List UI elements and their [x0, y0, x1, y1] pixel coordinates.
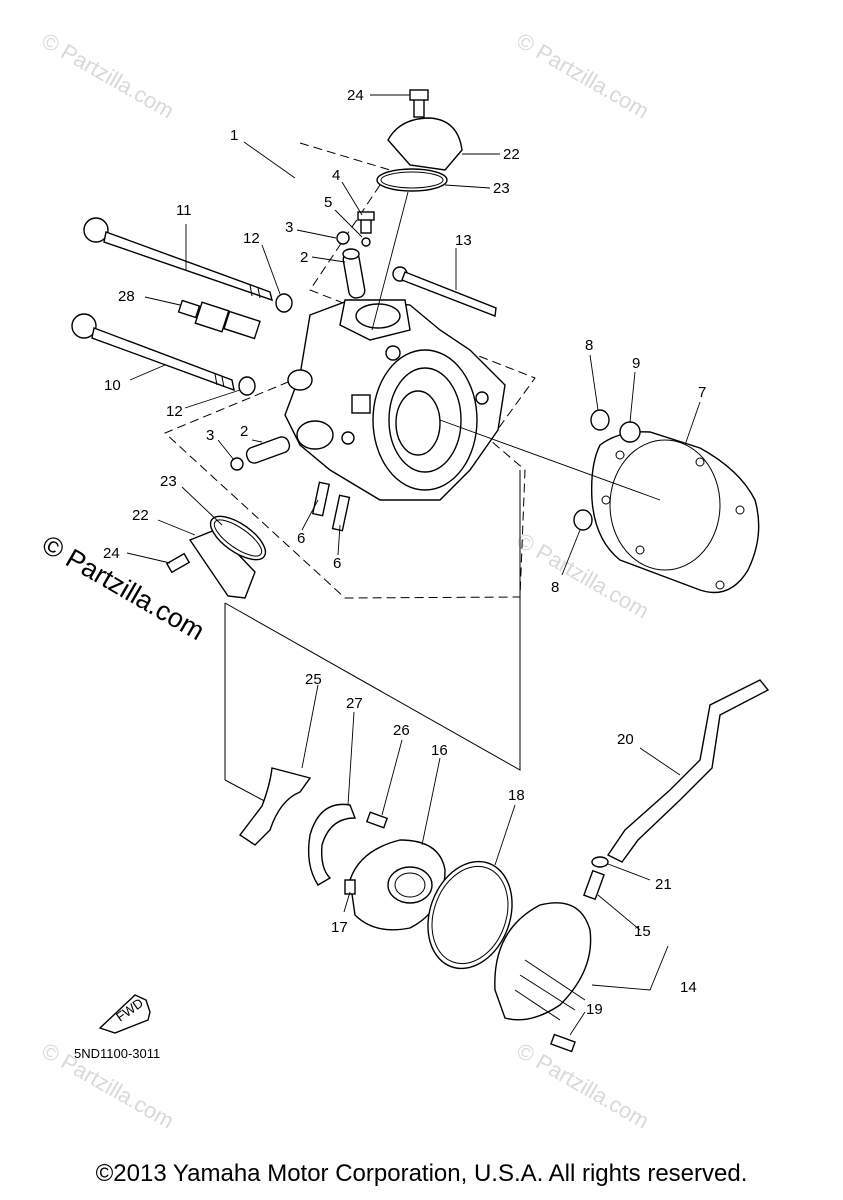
callout-21: 21 [655, 876, 672, 893]
callout-6-left: 6 [297, 530, 305, 547]
callout-13: 13 [455, 232, 472, 249]
callout-25: 25 [305, 671, 322, 688]
fwd-arrow: FWD [98, 994, 151, 1034]
dowel-2-top-end [342, 248, 360, 260]
callout-27: 27 [346, 695, 363, 712]
callout-22-bottom: 22 [132, 507, 149, 524]
callout-1: 1 [230, 127, 238, 144]
watermark: © Partzilla.com [513, 1038, 654, 1134]
tappet-cover-top [376, 89, 463, 192]
spark-plug-28 [177, 299, 261, 340]
callout-2-bottom: 2 [240, 423, 248, 440]
hose-20 [606, 679, 770, 863]
callout-7: 7 [698, 384, 706, 401]
breather-group [494, 679, 770, 1053]
callout-4: 4 [332, 167, 340, 184]
dowel-8-top [590, 409, 610, 431]
gasket-23-top [376, 168, 448, 192]
fitting-15 [583, 869, 605, 901]
gasket-23-bottom [209, 515, 267, 561]
callout-16: 16 [431, 742, 448, 759]
callout-22-top: 22 [503, 146, 520, 163]
diagram-code: 5ND1100-3011 [74, 1046, 160, 1061]
callout-15: 15 [634, 923, 651, 940]
clip-3-top [336, 231, 350, 245]
callout-3-bottom: 3 [206, 427, 214, 444]
head-gasket-7 [590, 431, 760, 594]
callout-26: 26 [393, 722, 410, 739]
plate-27 [307, 803, 357, 886]
callout-28: 28 [118, 288, 135, 305]
callout-17: 17 [331, 919, 348, 936]
callout-18: 18 [508, 787, 525, 804]
washer-12-top [275, 293, 293, 313]
callout-2-top: 2 [300, 249, 308, 266]
bolt-19 [550, 1033, 576, 1053]
callout-20: 20 [617, 731, 634, 748]
cylinder-head [284, 299, 506, 501]
bolt-10 [71, 313, 235, 392]
callout-11: 11 [176, 202, 192, 219]
cover-14 [494, 902, 592, 1021]
studs-6 [311, 481, 351, 532]
dowel-8-bottom [573, 509, 593, 531]
copyright-notice: ©2013 Yamaha Motor Corporation, U.S.A. A… [95, 1160, 748, 1187]
callout-6-right: 6 [333, 555, 341, 572]
callout-8-top: 8 [585, 337, 593, 354]
callout-9: 9 [632, 355, 640, 372]
guide-25 [238, 767, 312, 846]
cover-group [238, 767, 513, 970]
callout-12-bottom: 12 [166, 403, 183, 420]
watermark: © Partzilla.com [38, 28, 179, 124]
leader-lines [126, 94, 701, 1036]
bolts-long [71, 217, 497, 392]
callouts: 1 24 22 23 4 5 3 2 11 12 13 28 10 12 3 2… [103, 87, 706, 1018]
callout-3-top: 3 [285, 219, 293, 236]
cylinder-head-group-outline [164, 142, 536, 599]
callout-23-bottom: 23 [160, 473, 177, 490]
cover-group-bracket [224, 470, 521, 771]
bolt-26 [365, 811, 389, 829]
callout-24-top: 24 [347, 87, 364, 104]
clip-21 [591, 856, 609, 868]
watermark-large: © Partzilla.com [37, 529, 210, 646]
bolt-13 [392, 266, 497, 317]
bolt-11 [83, 217, 273, 302]
callout-12-top: 12 [243, 230, 260, 247]
clip-3-bottom [230, 457, 244, 471]
bolt-24-bottom [165, 552, 191, 574]
callout-10: 10 [104, 377, 121, 394]
tappet-cover-bottom [165, 515, 267, 599]
oring-9 [619, 421, 641, 443]
callout-23-top: 23 [493, 180, 510, 197]
callout-14: 14 [680, 979, 697, 996]
dowels-and-clips [230, 211, 375, 471]
watermark: © Partzilla.com [513, 28, 654, 124]
bolt-4-head [357, 211, 375, 221]
callout-19: 19 [586, 1001, 603, 1018]
bolt-17 [344, 879, 356, 895]
dowel-2-bottom [245, 436, 291, 464]
callout-5: 5 [324, 194, 332, 211]
callout-24-bottom: 24 [103, 545, 120, 562]
washer-5 [361, 237, 371, 247]
oring-18 [427, 860, 513, 970]
callout-8-bottom: 8 [551, 579, 559, 596]
washer-12-bottom [238, 376, 256, 396]
